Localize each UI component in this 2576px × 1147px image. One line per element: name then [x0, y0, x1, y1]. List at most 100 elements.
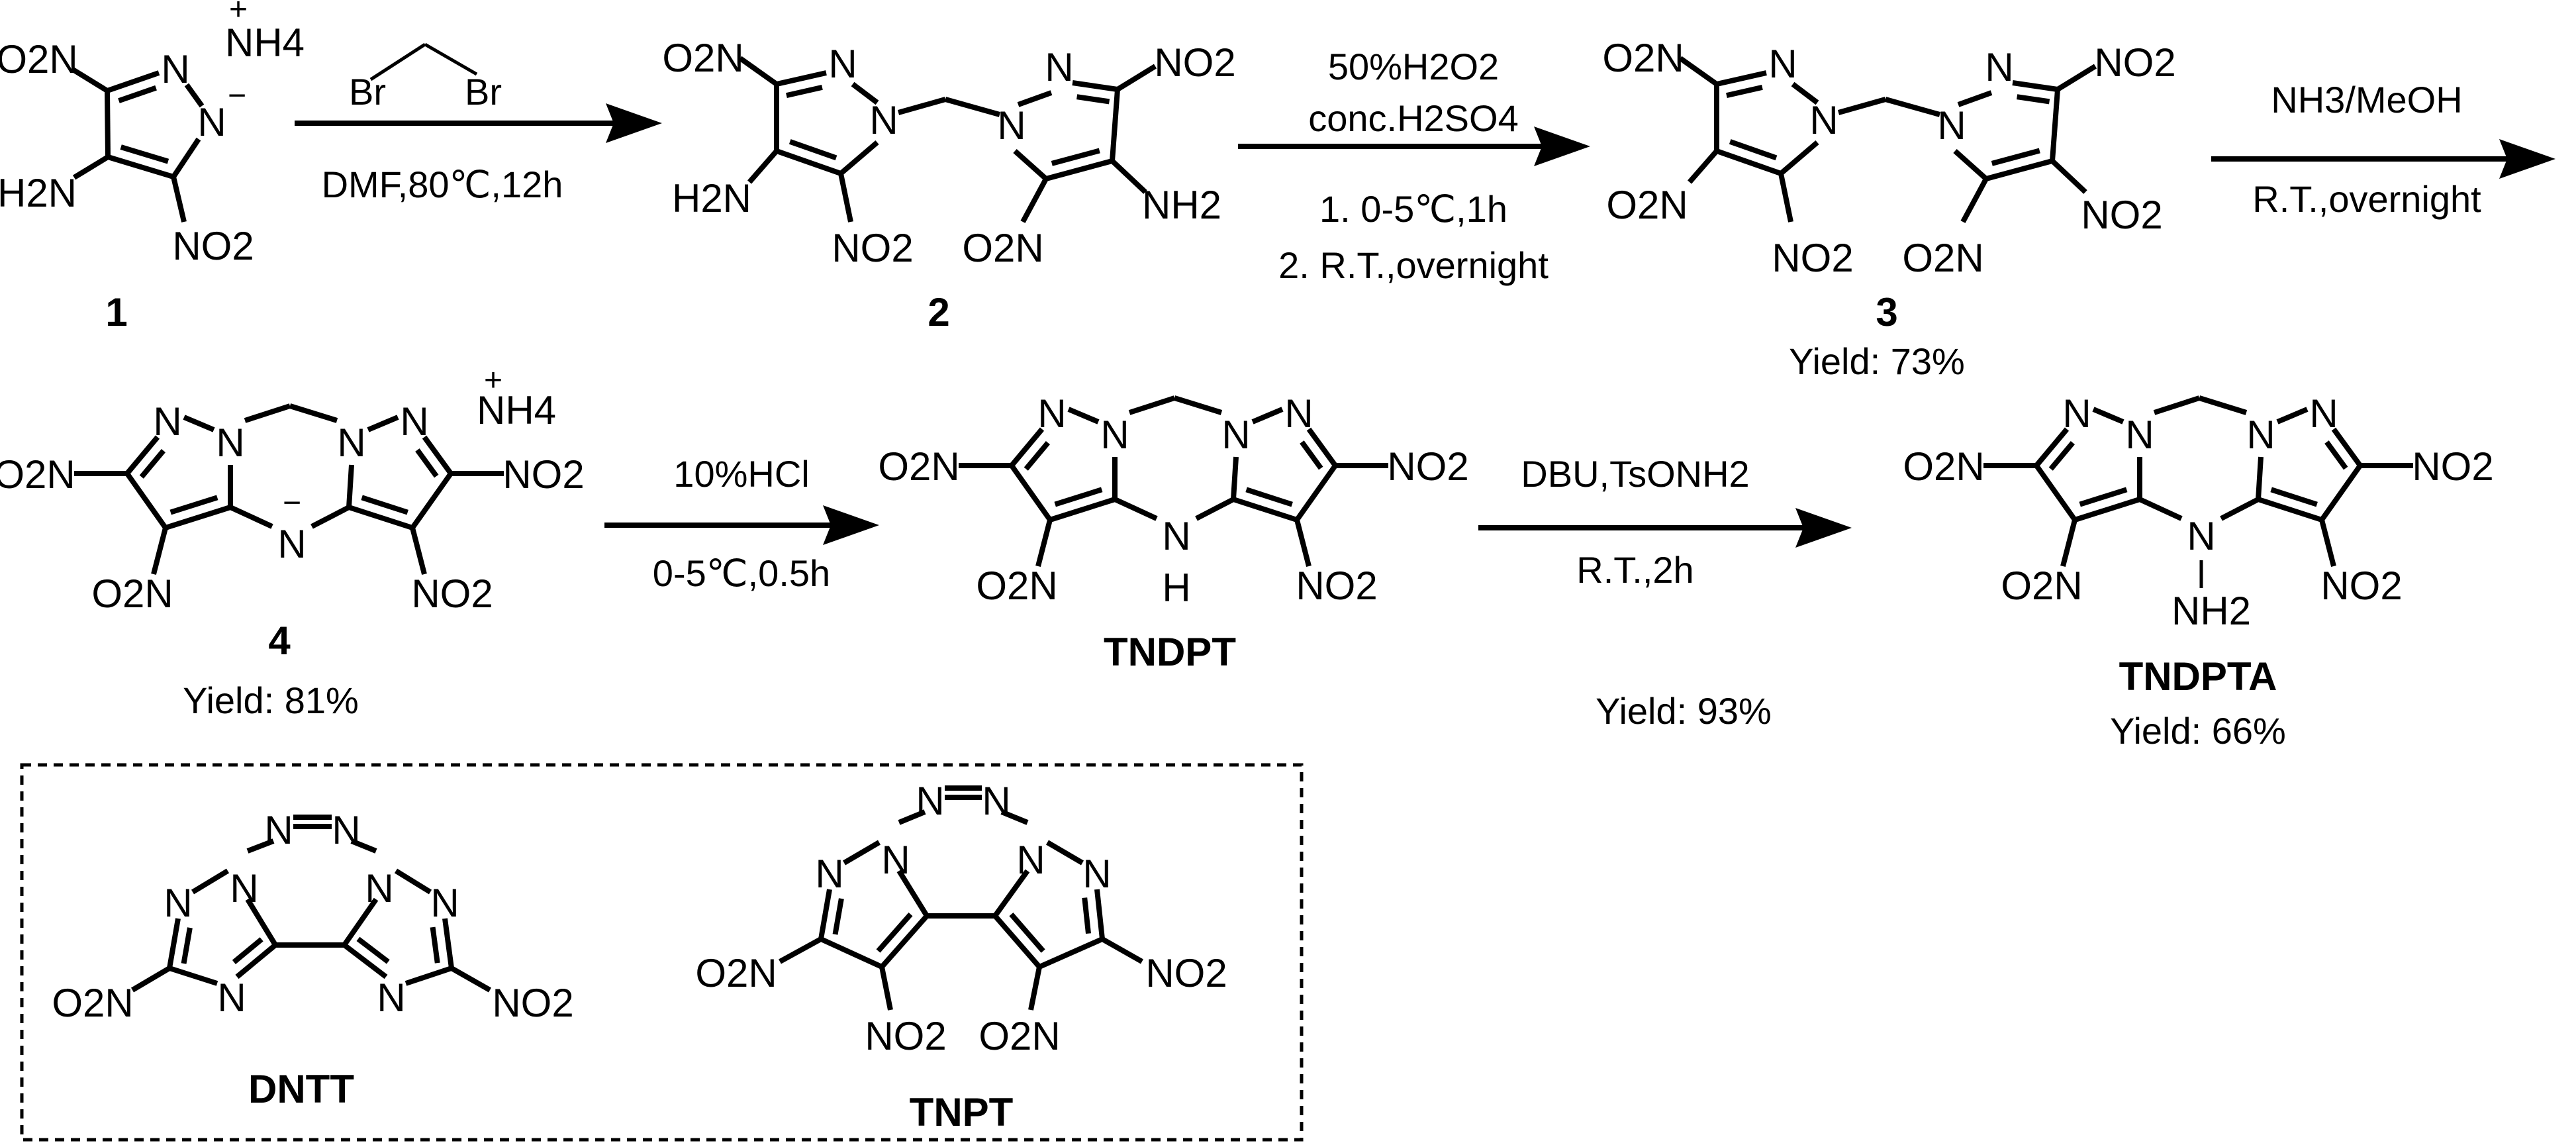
tndpt-n1-n2-right — [1251, 407, 1284, 424]
dntt-rn-on-left — [191, 868, 230, 895]
tndpta-n2-c3-right-inner — [2324, 440, 2348, 470]
c1-bond-c4-c5 — [107, 154, 175, 179]
tndpt-n2-c3-left-inner — [1024, 440, 1050, 471]
tndpt-label-h: H — [1162, 566, 1190, 610]
c3-right-c3-c4 — [2050, 89, 2060, 162]
c4-minus-charge: − — [283, 485, 301, 521]
tnpt-c-no2-bottom-left — [879, 966, 893, 1011]
arrow-2-reagent-1: 50%H2O2 — [1328, 46, 1499, 87]
tnpt-cc-b-left — [880, 914, 929, 969]
dntt-label-n-bR: N — [377, 975, 405, 1020]
tnpt-c-no2-bottom-right — [1028, 966, 1042, 1011]
tndpt-c4-c3a-right — [1232, 497, 1298, 523]
tndpta-c3-c4-right — [2319, 464, 2363, 522]
c4-c3a-n-left — [229, 505, 273, 529]
arrow-4-reagent: 10%HCl — [673, 453, 809, 495]
c3-label-no2_bl: NO2 — [1772, 236, 1853, 280]
c4-c4-c3a-left — [164, 505, 232, 530]
c4-c4-c3a-right — [348, 505, 414, 530]
tndpta-n2-c3-left — [2034, 427, 2070, 468]
dntt-label-n-rnL: N — [230, 866, 258, 911]
tnpt-cc-b-right-inner — [1009, 913, 1045, 953]
c4-c4-no2-right — [410, 527, 427, 575]
c4-n2-c3-left — [124, 435, 160, 475]
tnpt-on-cs-left-inner — [832, 898, 844, 935]
c3-right-c4-c5 — [1985, 158, 2054, 181]
bond-layer — [71, 42, 2555, 1011]
tndpta-n1-n2-right — [2276, 407, 2309, 424]
c2-sub-br — [1110, 159, 1147, 194]
c1-bond-c3-c4 — [105, 90, 111, 158]
dntt-label-n-nnR: N — [332, 808, 360, 852]
tndpta-c4-no2-right — [2319, 519, 2336, 567]
tnpt-c-no2-right — [1101, 936, 1143, 964]
c1-bond-c3-n2 — [106, 70, 160, 93]
dntt-nn-rn-right — [350, 838, 377, 854]
dibromomethane-bond-right — [424, 42, 478, 76]
c3-yield: Yield: 73% — [1789, 340, 1965, 382]
c4-c4-c3a-left-inner — [169, 495, 218, 515]
c1-label-n2: N — [161, 47, 189, 91]
c3-right-n2-c3 — [2012, 80, 2058, 92]
tnpt-on-cs-left — [818, 889, 832, 940]
tnpt-cc-b-right — [992, 914, 1042, 969]
c3-left-n1-c5 — [1779, 140, 1819, 176]
dntt-on-cs-right — [442, 918, 454, 969]
arrow-5-yield: Yield: 93% — [1596, 690, 1772, 732]
tndpt-c3-c4-right — [1294, 464, 1338, 522]
c1-label-n1: N — [197, 100, 226, 144]
c3-left-c4-c5 — [1715, 148, 1782, 176]
c3-right-c4-c5-inner — [1991, 148, 2040, 166]
tndpta-c4-no2-left — [2060, 519, 2077, 567]
tndpta-label-no2-right: NO2 — [2412, 444, 2493, 489]
tndpt-c3a-n-right — [1195, 497, 1235, 521]
dntt-rn-cc-right — [342, 897, 379, 947]
c3-left-c4-c5-inner — [1729, 139, 1778, 161]
arrow-3-head — [2499, 139, 2555, 179]
arrow-5-condition: R.T.,2h — [1576, 549, 1693, 591]
c4-c3a-n-right — [310, 505, 350, 529]
c4-plus-charge: + — [484, 363, 502, 398]
c1-bond-c4-nh2 — [72, 154, 110, 180]
dntt-cs-b-left — [168, 966, 218, 986]
c1-bond-n2-n1 — [184, 83, 205, 108]
dntt-cc-b-right-inner — [356, 936, 390, 964]
c4-n2-c3-left-inner — [139, 448, 166, 479]
tnpt-label-n-rnL: N — [881, 838, 910, 882]
tndpta-yield: Yield: 66% — [2110, 710, 2286, 752]
tndpt-n1-n2-left — [1067, 407, 1100, 424]
reagent-br-right: Br — [465, 71, 502, 113]
tnpt-label-n-onR: N — [1082, 852, 1111, 896]
dntt-compound-name: DNTT — [248, 1067, 354, 1111]
tndpt-label-no2-right: NO2 — [1387, 444, 1468, 489]
arrow-2-condition-1: 1. 0-5℃,1h — [1319, 188, 1507, 230]
dntt-label-n-bL: N — [217, 975, 246, 1020]
arrow-5-reagent: DBU,TsONH2 — [1521, 453, 1749, 495]
tndpt-label-n2-left: N — [1037, 391, 1066, 436]
dntt-cs-b-right — [405, 966, 453, 986]
c1-bond-c3-no2 — [71, 67, 109, 93]
dntt-on-cs-left — [167, 918, 181, 969]
c3-right-n2-c3-inner — [2017, 94, 2050, 105]
dntt-rn-on-right — [394, 868, 432, 895]
c4-n2-c3-right — [422, 435, 453, 475]
arrow-3-condition: R.T.,overnight — [2252, 178, 2481, 220]
c2-label-o2n_br: O2N — [962, 226, 1043, 270]
tnpt-label-o2n-bottom: O2N — [978, 1014, 1060, 1058]
dntt-c-no2-left — [130, 966, 171, 993]
c1-label-o2n: O2N — [0, 37, 78, 81]
c2-left-c4-c5 — [775, 148, 842, 176]
c1-bond-c5-no2 — [171, 176, 187, 223]
tndpta-compound-name: TNDPTA — [2119, 654, 2277, 699]
tnpt-label-no2-bottom: NO2 — [865, 1014, 946, 1058]
arrow-1-condition: DMF,80℃,12h — [322, 164, 563, 205]
c3-left-c3-n2 — [1716, 70, 1767, 87]
c2-label-nh2: NH2 — [1142, 183, 1221, 227]
tndpta-c4-c3a-left — [2074, 497, 2141, 523]
c2-sub-tl — [738, 56, 779, 87]
c3-label-o2n_br: O2N — [1902, 236, 1983, 280]
tndpta-label-o2n-bottom: O2N — [2001, 564, 2082, 608]
dntt-cc-b-right — [342, 942, 388, 979]
tnpt-label-n-nnL: N — [916, 779, 944, 823]
